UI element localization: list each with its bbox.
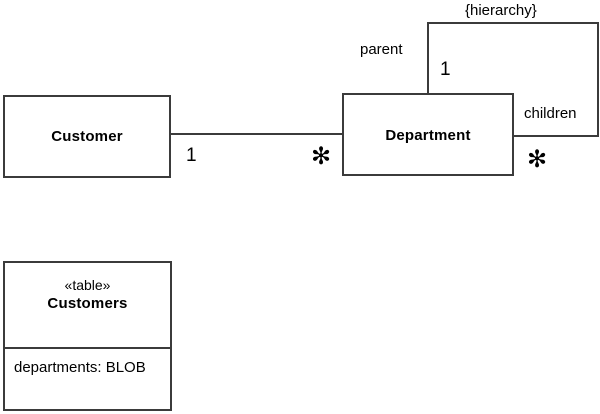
class-box-department[interactable]: Department — [342, 93, 514, 176]
association-line-customer-department[interactable] — [171, 133, 343, 135]
multiplicity-department-end: ✻ — [311, 142, 332, 170]
class-box-customers-table[interactable]: «table» Customers departments: BLOB — [3, 261, 172, 411]
stereotype-label-table: «table» — [64, 277, 111, 293]
multiplicity-parent-end: 1 — [440, 59, 451, 80]
multiplicity-children-end: ✻ — [527, 145, 548, 173]
role-label-children: children — [524, 105, 577, 122]
class-name-customer: Customer — [51, 128, 123, 145]
role-label-parent: parent — [360, 41, 403, 58]
class-name-customers: Customers — [47, 295, 128, 312]
hierarchy-loop-bottom-segment[interactable] — [513, 135, 599, 137]
attribute-departments: departments: BLOB — [14, 359, 146, 376]
hierarchy-loop-right-segment[interactable] — [597, 22, 599, 137]
class-name-department: Department — [385, 127, 471, 144]
constraint-label-hierarchy: {hierarchy} — [465, 2, 537, 19]
compartment-divider — [5, 347, 170, 349]
multiplicity-customer-end: 1 — [186, 145, 197, 166]
hierarchy-loop-top-segment[interactable] — [427, 22, 599, 24]
hierarchy-loop-left-segment[interactable] — [427, 22, 429, 95]
class-box-customer[interactable]: Customer — [3, 95, 171, 178]
